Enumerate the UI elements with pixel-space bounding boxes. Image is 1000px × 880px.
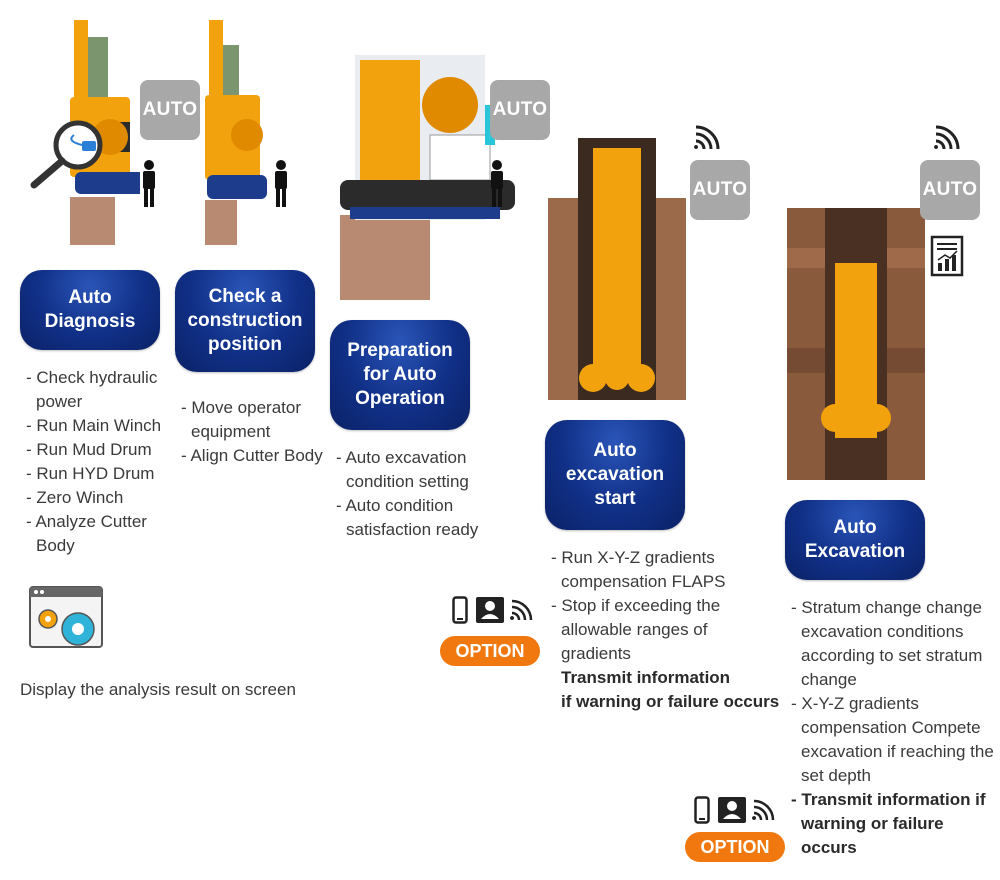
step-item: Auto excavation condition setting (328, 446, 488, 494)
signal-icon (932, 125, 960, 153)
step-item: Move operator equipment (173, 396, 333, 444)
step-note: if warning or failure occurs (561, 692, 780, 711)
contact-card-icon (476, 597, 504, 623)
step-item: Stop if exceeding the allowable ranges o… (543, 594, 751, 666)
stage-5-steps: Stratum change change excavation conditi… (783, 596, 994, 860)
stage-2-steps: Move operator equipment Align Cutter Bod… (173, 396, 333, 468)
step-item: Align Cutter Body (173, 444, 333, 468)
person-icon (272, 160, 290, 208)
stage-3-steps: Auto excavation condition setting Auto c… (328, 446, 488, 542)
auto-badge: AUTO (140, 80, 200, 140)
cutter-image-2 (787, 208, 925, 480)
option-badge: OPTION (440, 636, 540, 666)
magnifier-icon (28, 115, 108, 195)
stage-button-preparation-auto-operation[interactable]: Preparation for Auto Operation (330, 320, 470, 430)
stage-title: Auto excavation start (565, 440, 665, 509)
step-item: Zero Winch (18, 486, 178, 510)
display-caption: Display the analysis result on screen (20, 680, 296, 699)
option-badge: OPTION (685, 832, 785, 862)
stage-button-check-construction-position[interactable]: Check a construction position (175, 270, 315, 372)
stage-title: Preparation for Auto Operation (347, 340, 453, 409)
stage-button-auto-excavation[interactable]: Auto Excavation (785, 500, 925, 580)
stage-4-steps: Run X-Y-Z gradients compensation FLAPS S… (543, 546, 783, 714)
signal-icon (692, 125, 720, 153)
contact-card-icon (718, 797, 746, 823)
wireless-icon (752, 798, 778, 822)
step-item: Stratum change change excavation conditi… (783, 596, 991, 692)
stage-button-auto-excavation-start[interactable]: Auto excavation start (545, 420, 685, 530)
stage-title: Auto Diagnosis (44, 287, 136, 332)
step-item: X-Y-Z gradients compensation Compete exc… (783, 692, 1000, 788)
step-item: Auto condition satisfaction ready (328, 494, 488, 542)
auto-badge: AUTO (690, 160, 750, 220)
person-icon (140, 160, 158, 208)
rig-image-2 (195, 15, 270, 245)
step-item: Run Main Winch (18, 414, 178, 438)
step-item: Run HYD Drum (18, 462, 178, 486)
phone-icon (694, 796, 710, 824)
step-item: Transmit information if warning or failu… (783, 788, 991, 860)
step-item: Check hydraulic power (18, 366, 178, 414)
step-item: Run Mud Drum (18, 438, 178, 462)
report-chart-icon (930, 235, 964, 277)
wireless-icon (510, 598, 536, 622)
auto-badge: AUTO (490, 80, 550, 140)
settings-window-icon (28, 585, 104, 651)
rig-image-3 (340, 55, 530, 300)
stage-1-steps: Check hydraulic power Run Main Winch Run… (18, 366, 178, 558)
cutter-image-1 (548, 138, 686, 400)
stage-title: Check a construction position (187, 286, 303, 355)
stage-title: Auto Excavation (804, 517, 906, 562)
stage-button-auto-diagnosis[interactable]: Auto Diagnosis (20, 270, 160, 350)
step-note: Transmit information (561, 668, 731, 687)
person-icon (488, 160, 506, 208)
auto-badge: AUTO (920, 160, 980, 220)
step-item: Run X-Y-Z gradients compensation FLAPS (543, 546, 783, 594)
step-item: Analyze Cutter Body (18, 510, 178, 558)
phone-icon (452, 596, 468, 624)
